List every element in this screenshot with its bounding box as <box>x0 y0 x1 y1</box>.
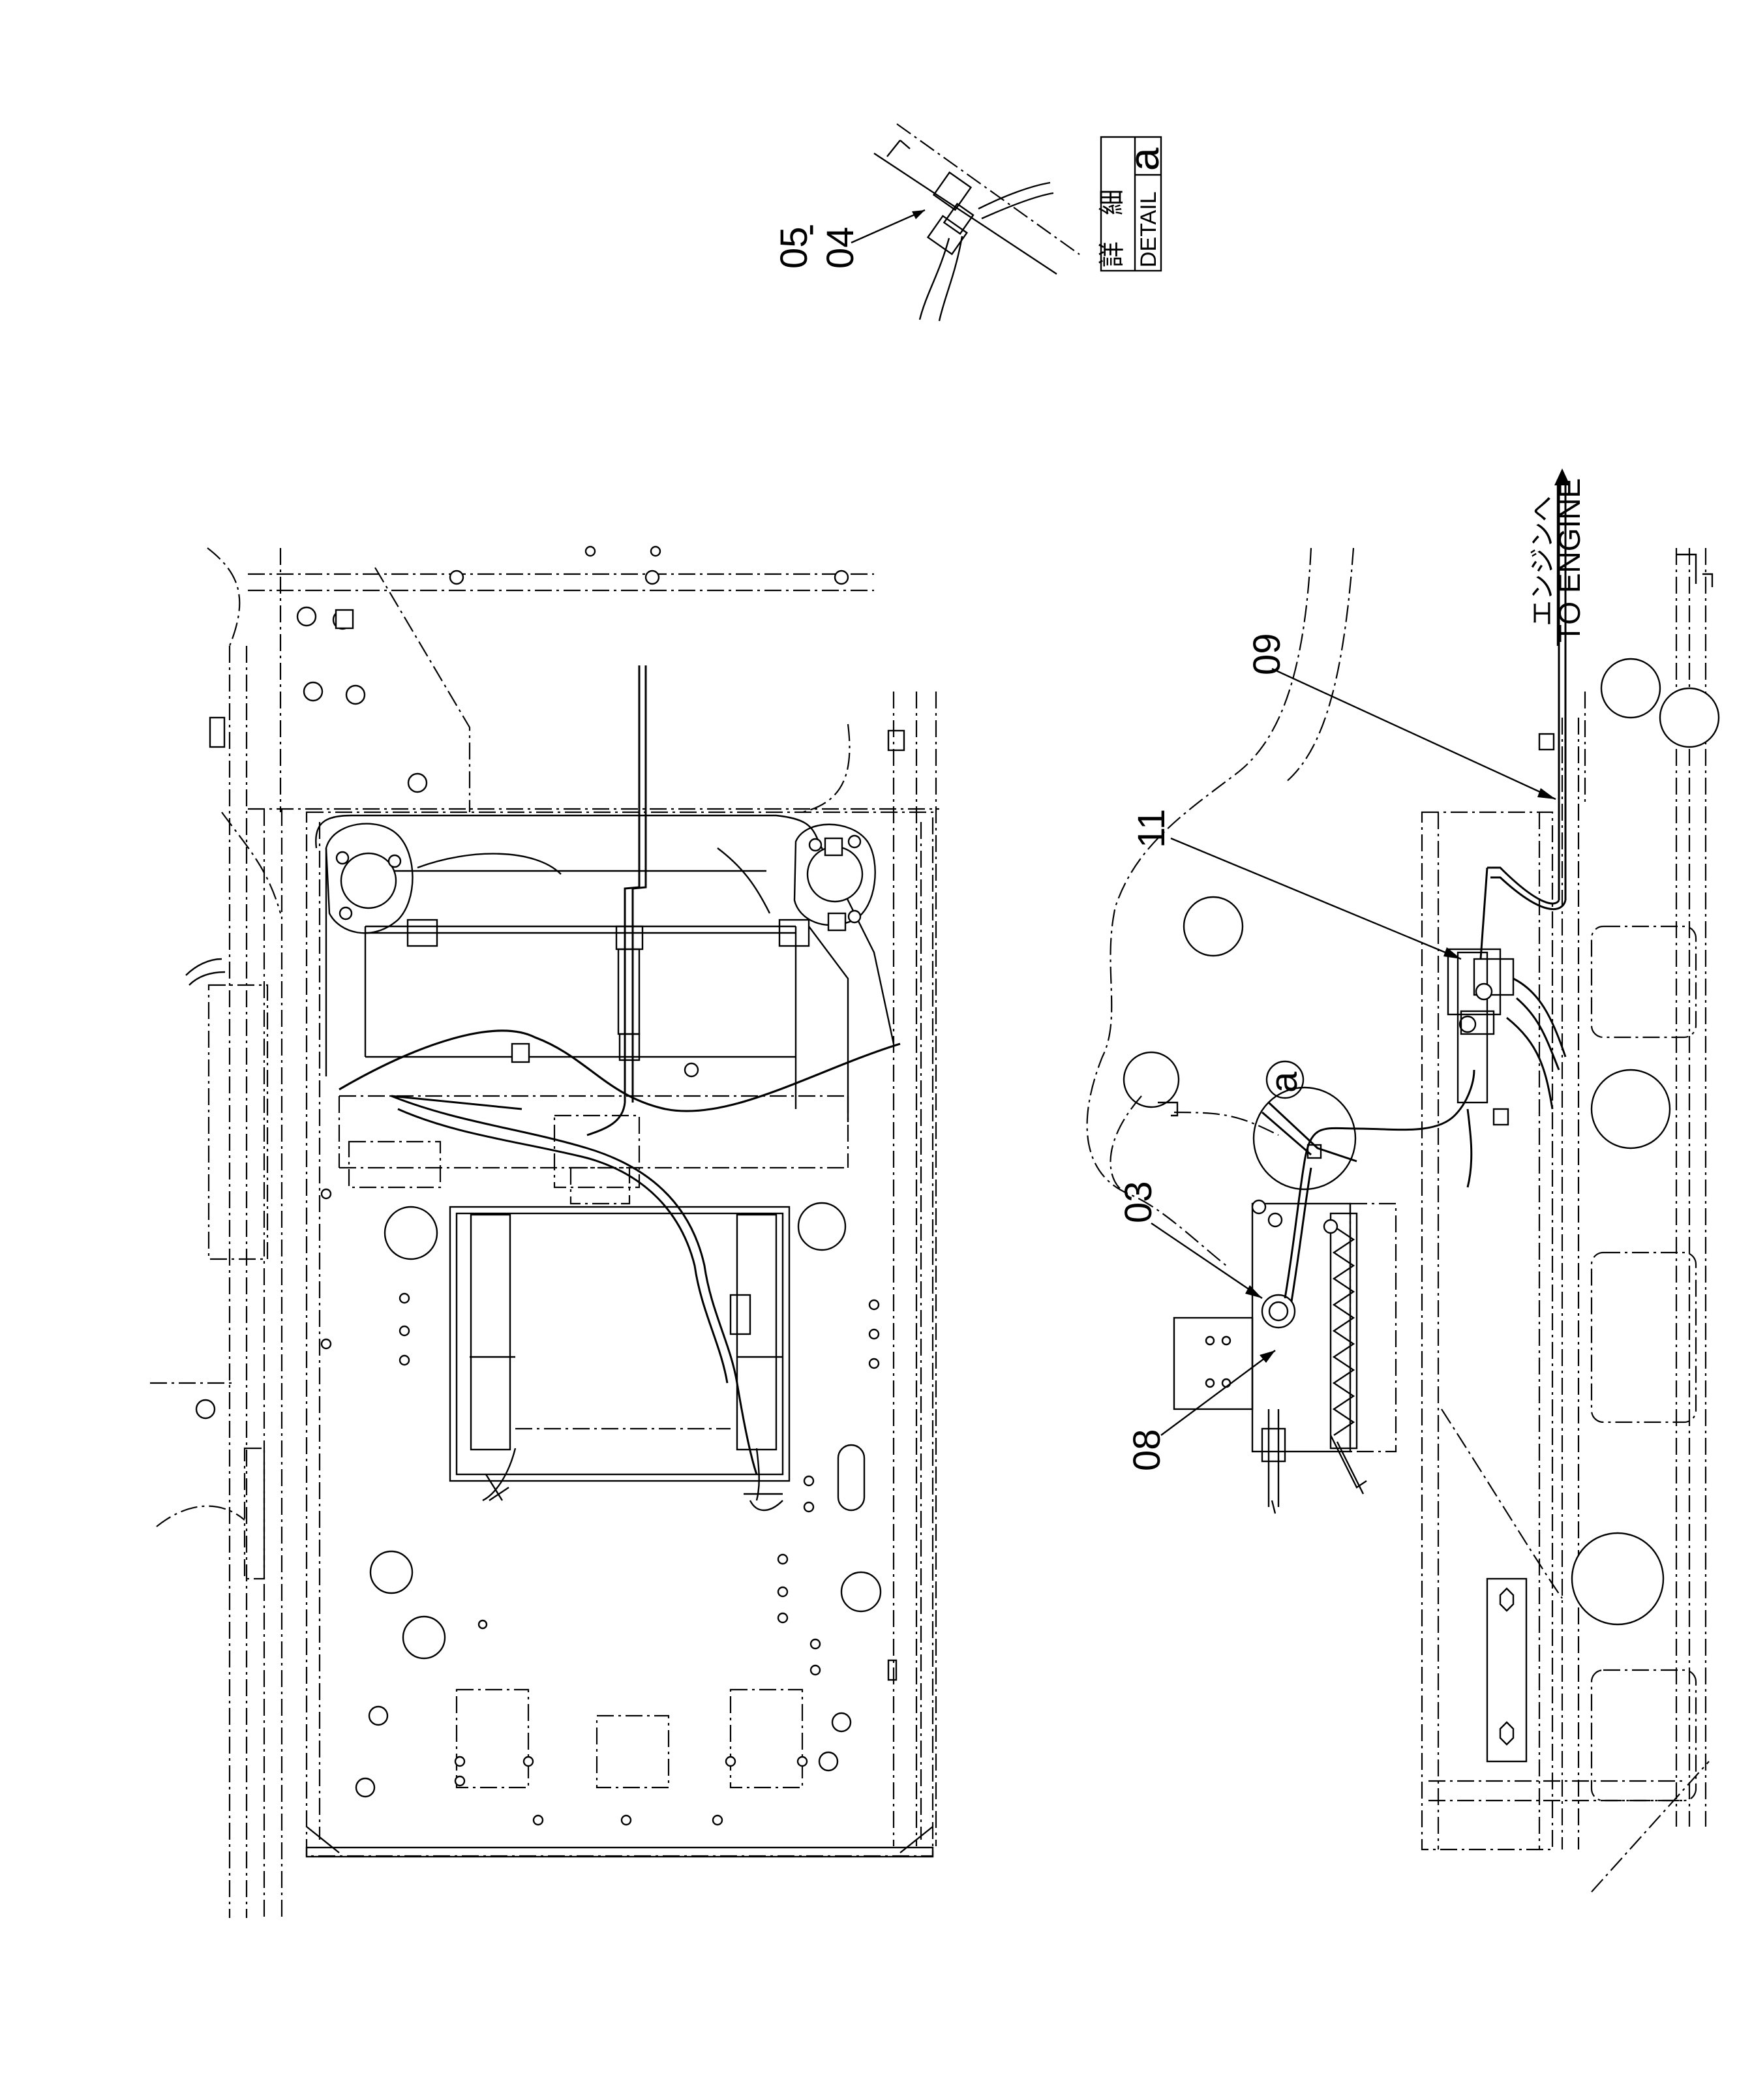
detail-jp-2: 細 <box>1097 189 1127 215</box>
label-dash: - <box>788 224 830 236</box>
engine-note-en: TO ENGINE <box>1552 478 1586 643</box>
part-numbers: 09 11 03 08 <box>1117 633 1288 1471</box>
detail-en: DETAIL <box>1136 191 1161 267</box>
detail-title-box: 詳 細 DETAIL a <box>1097 136 1168 272</box>
part-label-05-04: 05 - 04 <box>773 224 862 269</box>
left-plan-view <box>150 545 939 1918</box>
detail-a-marker-circle <box>1265 1060 1305 1099</box>
label-04: 04 <box>819 226 862 269</box>
label-08: 08 <box>1126 1429 1168 1471</box>
detail-a-callout-circle <box>1252 1086 1357 1191</box>
label-05: 05 <box>773 226 815 269</box>
detail-jp-1: 詳 <box>1097 241 1127 267</box>
detail-letter: a <box>1121 147 1168 171</box>
label-11: 11 <box>1130 809 1173 848</box>
label-03: 03 <box>1117 1181 1160 1223</box>
detail-a-view <box>851 123 1080 322</box>
engine-note-jp: エンジンへ <box>1528 496 1558 626</box>
leaders <box>1151 667 1556 1436</box>
label-09: 09 <box>1246 633 1288 675</box>
engine-note: エンジンへ TO ENGINE <box>1528 478 1586 646</box>
right-side-view: a <box>1086 468 1720 1893</box>
detail-a-marker-letter: a <box>1263 1071 1305 1093</box>
